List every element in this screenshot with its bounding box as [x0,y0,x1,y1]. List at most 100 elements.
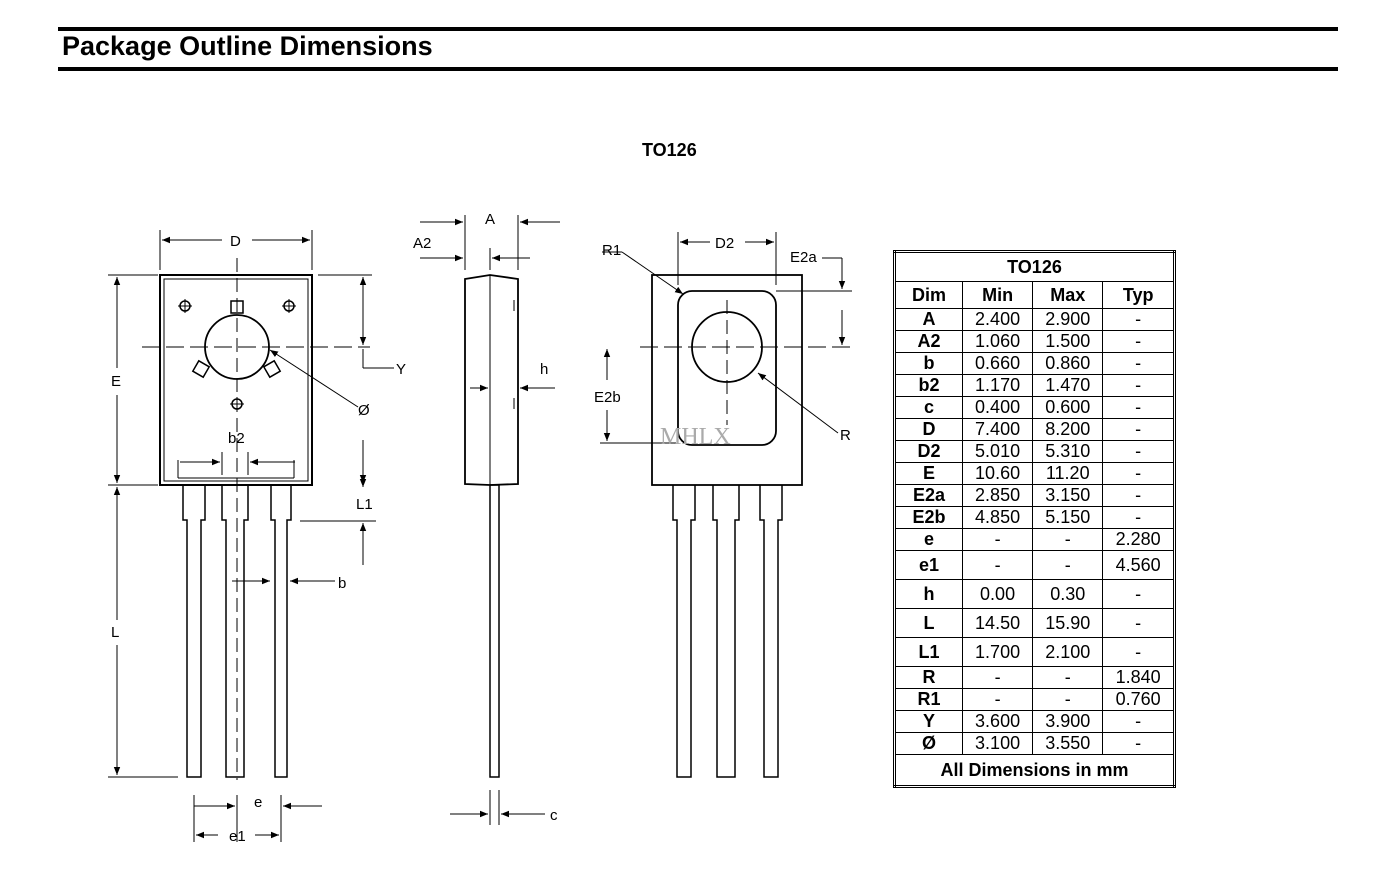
cell-max: - [1032,550,1104,580]
label-L: L [111,624,119,641]
cell-min: 10.60 [961,462,1034,485]
section-heading: Package Outline Dimensions [62,31,433,61]
cell-dim: c [894,396,963,419]
cell-max: 5.150 [1032,506,1104,529]
back-dimensions [600,232,852,444]
label-phi: Ø [358,402,370,419]
cell-min: 2.850 [961,484,1034,507]
cell-dim: Ø [894,732,963,755]
label-e: e [254,794,262,811]
package-title: TO126 [642,140,697,160]
label-D2: D2 [715,235,734,252]
label-A: A [485,211,495,228]
heading-underline [58,67,1338,71]
cell-typ: - [1102,352,1175,375]
table-title-row: TO126 [894,251,1175,282]
label-R: R [840,427,851,444]
table-header-row: Dim Min Max Typ [894,281,1175,309]
cell-max: 5.310 [1032,440,1104,463]
cell-typ: 1.840 [1102,666,1175,689]
cell-max: 0.860 [1032,352,1104,375]
cell-max: 2.100 [1032,637,1104,667]
cell-min: 5.010 [961,440,1034,463]
cell-typ: - [1102,608,1175,638]
cell-typ: - [1102,732,1175,755]
cell-dim: R [894,666,963,689]
cell-min: - [961,550,1034,580]
col-header-typ: Typ [1102,281,1175,309]
side-view [464,274,519,778]
cell-min: - [961,666,1034,689]
cell-dim: Y [894,710,963,733]
cell-typ: - [1102,506,1175,529]
cell-max: 0.30 [1032,579,1104,609]
cell-dim: E [894,462,963,485]
cell-max: 11.20 [1032,462,1104,485]
table-row: R1--0.760 [894,688,1175,711]
cell-min: 3.100 [961,732,1034,755]
cell-max: 2.900 [1032,308,1104,331]
label-e1: e1 [229,828,246,845]
table-title: TO126 [894,251,1175,282]
table-row: e--2.280 [894,528,1175,551]
cell-typ: - [1102,710,1175,733]
cell-typ: - [1102,330,1175,353]
cell-dim: R1 [894,688,963,711]
label-L1: L1 [356,496,373,513]
table-footer-row: All Dimensions in mm [894,754,1175,787]
cell-max: 8.200 [1032,418,1104,441]
cell-min: 0.00 [961,579,1034,609]
cell-typ: - [1102,418,1175,441]
label-E2b: E2b [594,389,621,406]
cell-min: 7.400 [961,418,1034,441]
label-b2: b2 [228,430,245,447]
cell-dim: L [894,608,963,638]
label-D: D [230,233,241,250]
label-h: h [540,361,548,378]
cell-dim: e1 [894,550,963,580]
label-c: c [550,807,558,824]
cell-typ: 4.560 [1102,550,1175,580]
cell-max: - [1032,528,1104,551]
cell-max: 15.90 [1032,608,1104,638]
cell-typ: - [1102,484,1175,507]
cell-max: 1.500 [1032,330,1104,353]
cell-min: 3.600 [961,710,1034,733]
cell-min: 1.170 [961,374,1034,397]
cell-min: - [961,528,1034,551]
cell-max: - [1032,666,1104,689]
cell-min: 2.400 [961,308,1034,331]
cell-max: 0.600 [1032,396,1104,419]
cell-min: - [961,688,1034,711]
cell-max: 3.150 [1032,484,1104,507]
cell-typ: - [1102,579,1175,609]
label-A2: A2 [413,235,431,252]
cell-dim: h [894,579,963,609]
cell-dim: e [894,528,963,551]
label-E: E [111,373,121,390]
side-dimensions [420,215,560,825]
label-Y: Y [396,361,406,378]
cell-max: 1.470 [1032,374,1104,397]
cell-typ: - [1102,440,1175,463]
cell-dim: E2a [894,484,963,507]
cell-typ: - [1102,462,1175,485]
table-footer: All Dimensions in mm [894,754,1175,787]
top-rule [58,27,1338,31]
cell-max: 3.900 [1032,710,1104,733]
cell-typ: - [1102,637,1175,667]
